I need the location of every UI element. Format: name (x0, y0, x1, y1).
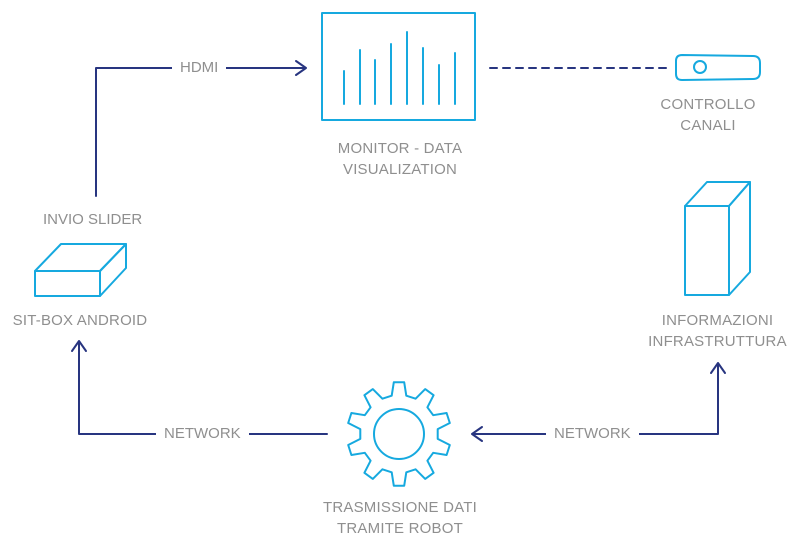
set-top-box-icon (34, 243, 127, 297)
network-left-label: NETWORK (156, 424, 249, 444)
invio-slider-label: INVIO SLIDER (35, 210, 151, 230)
monitor-chart-icon (321, 12, 476, 121)
setbox-label: SIT-BOX ANDROID (0, 310, 160, 331)
network-left-arrow (71, 340, 328, 435)
server-label: INFORMAZIONI INFRASTRUTTURA (640, 310, 795, 352)
server-label-line2: INFRASTRUTTURA (648, 333, 787, 350)
remote-label-line2: CANALI (680, 117, 736, 134)
hdmi-arrow (95, 60, 307, 197)
robot-label-line2: TRAMITE ROBOT (337, 520, 463, 537)
remote-label: CONTROLLO CANALI (660, 94, 756, 136)
monitor-label-line2: VISUALIZATION (342, 161, 457, 178)
gear-icon (347, 381, 451, 487)
remote-control-icon (675, 54, 761, 81)
monitor-bars (343, 31, 456, 105)
robot-label: TRASMISSIONE DATI TRAMITE ROBOT (300, 497, 500, 539)
hdmi-label: HDMI (172, 58, 227, 78)
server-label-line1: INFORMAZIONI (661, 312, 774, 329)
robot-label-line1: TRASMISSIONE DATI (323, 499, 477, 516)
server-tower-icon (684, 181, 751, 296)
remote-label-line1: CONTROLLO (660, 96, 756, 113)
monitor-label: MONITOR - DATA VISUALIZATION (300, 138, 500, 180)
setbox-label-line1: SIT-BOX ANDROID (12, 312, 148, 329)
monitor-label-line1: MONITOR - DATA (337, 140, 463, 157)
network-right-label: NETWORK (546, 424, 639, 444)
